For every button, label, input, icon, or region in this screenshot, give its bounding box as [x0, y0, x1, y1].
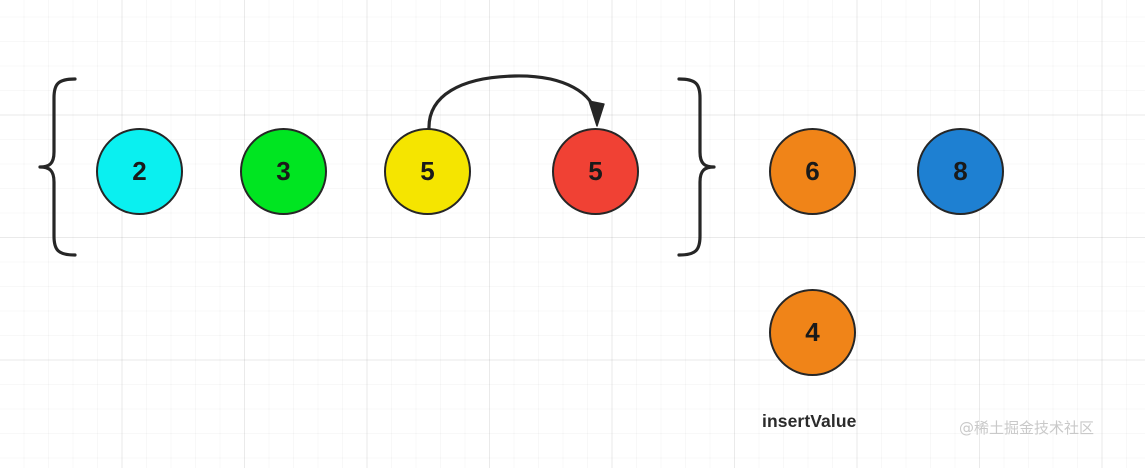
node-4-insert-value: 4: [805, 317, 820, 347]
node-5-yellow-value: 5: [420, 156, 435, 186]
node-5-red[interactable]: 5: [552, 128, 639, 215]
node-2-value: 2: [132, 156, 147, 186]
shift-arrow-curve: [427, 74, 598, 131]
watermark-text: @稀土掘金技术社区: [959, 419, 1095, 437]
node-3-value: 3: [276, 156, 291, 186]
node-5-red-value: 5: [588, 156, 603, 186]
node-5-yellow[interactable]: 5: [384, 128, 471, 215]
node-8-value: 8: [953, 156, 968, 186]
shift-arrow-head-icon: [588, 100, 605, 127]
left-brace-icon: [38, 77, 77, 257]
node-8[interactable]: 8: [917, 128, 1004, 215]
insert-value-label: insertValue: [762, 411, 857, 431]
node-3[interactable]: 3: [240, 128, 327, 215]
right-brace-icon: [677, 77, 716, 257]
node-6-value: 6: [805, 156, 820, 186]
node-6[interactable]: 6: [769, 128, 856, 215]
node-2[interactable]: 2: [96, 128, 183, 215]
node-4-insert[interactable]: 4: [769, 289, 856, 376]
